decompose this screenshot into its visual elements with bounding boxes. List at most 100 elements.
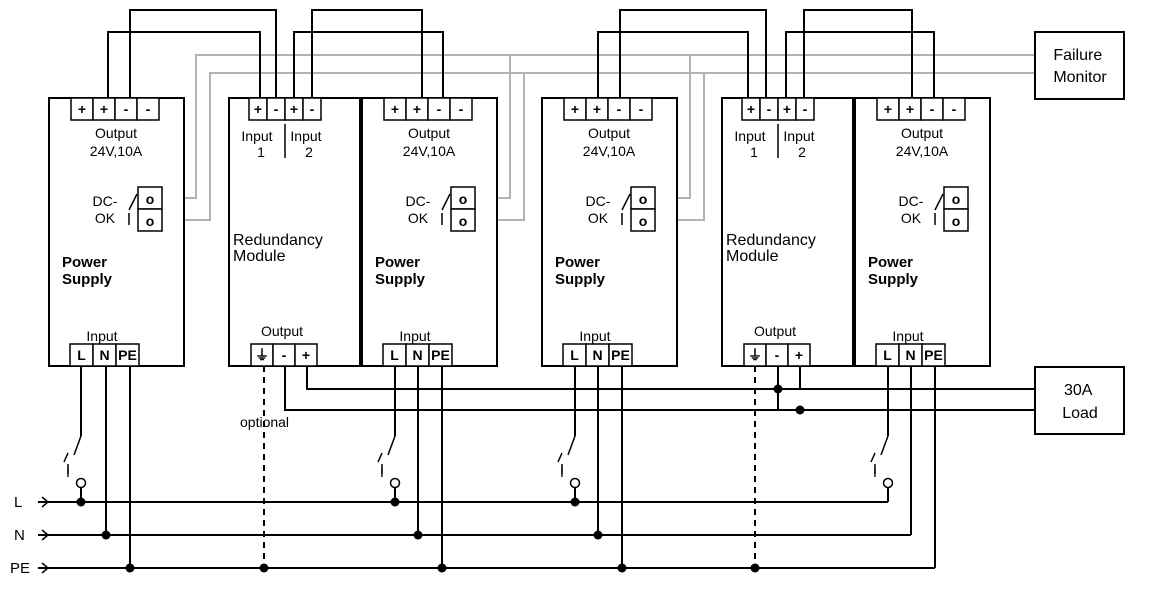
input-terminal-label: - bbox=[274, 101, 279, 117]
output-terminal-label: + bbox=[391, 101, 399, 117]
power-supply: ++--Output24V,10ADC-OKooPowerSupplyInput… bbox=[854, 97, 991, 367]
output-terminal: ⏚ bbox=[743, 343, 767, 367]
output-terminal: + bbox=[70, 97, 94, 121]
rail-label-l: L bbox=[14, 494, 22, 511]
output-terminal: - bbox=[942, 97, 966, 121]
input-terminal: PE bbox=[428, 343, 453, 367]
input-terminal: - bbox=[795, 97, 815, 121]
input-terminal-label: - bbox=[803, 101, 808, 117]
input-terminal: L bbox=[562, 343, 587, 367]
input-terminal-label: - bbox=[310, 101, 315, 117]
output-title: Output bbox=[588, 125, 630, 141]
input-terminal-label: N bbox=[905, 347, 915, 363]
output-terminal-label: + bbox=[571, 101, 579, 117]
breaker-mark: I bbox=[873, 464, 877, 480]
power-supply: ++--Output24V,10ADC-OKooPowerSupplyInput… bbox=[541, 97, 678, 367]
input-terminal-label: + bbox=[254, 101, 262, 117]
input-terminal: L bbox=[875, 343, 900, 367]
output-title: Output bbox=[901, 125, 943, 141]
rail-label-pe: PE bbox=[10, 560, 30, 577]
output-rating: 24V,10A bbox=[90, 143, 143, 159]
input-terminal-label: + bbox=[290, 101, 298, 117]
ac-input-wiring bbox=[63, 366, 936, 568]
output-title: Output bbox=[95, 125, 137, 141]
output-terminal-label: - bbox=[282, 347, 287, 363]
output-terminal: + bbox=[787, 343, 811, 367]
input-2-label: 2 bbox=[305, 144, 313, 160]
failure-monitor: Failure Monitor bbox=[1034, 31, 1125, 100]
modules: ++--Output24V,10ADC-OKooPowerSupplyInput… bbox=[48, 97, 991, 367]
input-label: Input bbox=[399, 328, 430, 344]
output-terminal-label: - bbox=[437, 101, 442, 117]
output-terminal-label: - bbox=[459, 101, 464, 117]
input-terminal: L bbox=[69, 343, 94, 367]
rail-label-n: N bbox=[14, 527, 25, 544]
dc-ok-contact: o bbox=[952, 213, 961, 229]
breaker-mark: I bbox=[66, 464, 70, 480]
output-terminal-label: ⏚ bbox=[255, 347, 269, 363]
output-terminal-label: + bbox=[100, 101, 108, 117]
input-terminal: - bbox=[759, 97, 779, 121]
power-supply-title: Power bbox=[555, 254, 600, 271]
input-2-label: Input bbox=[783, 128, 814, 144]
redundancy-module: +-+-Input1Input2RedundancyModuleOutput⏚-… bbox=[721, 97, 854, 367]
dc-ok-contact: o bbox=[639, 213, 648, 229]
output-terminal-label: - bbox=[930, 101, 935, 117]
power-supply-title: Supply bbox=[375, 271, 426, 288]
output-terminal: - bbox=[449, 97, 473, 121]
input-1-label: Input bbox=[734, 128, 765, 144]
input-terminal-label: PE bbox=[611, 347, 630, 363]
output-terminal: + bbox=[898, 97, 922, 121]
output-terminal-label: + bbox=[78, 101, 86, 117]
input-terminal: N bbox=[898, 343, 923, 367]
redundancy-module-title: Redundancy bbox=[233, 232, 323, 249]
output-terminal: - bbox=[920, 97, 944, 121]
redundancy-module-title: Module bbox=[726, 248, 779, 265]
input-label: Input bbox=[86, 328, 117, 344]
output-label: Output bbox=[754, 323, 796, 339]
input-terminal-label: PE bbox=[924, 347, 943, 363]
input-terminal: PE bbox=[921, 343, 946, 367]
input-2-label: 2 bbox=[798, 144, 806, 160]
dc-ok-label: DC- bbox=[93, 193, 118, 209]
input-terminal: + bbox=[777, 97, 797, 121]
input-terminal: + bbox=[248, 97, 268, 121]
input-1-label: 1 bbox=[750, 144, 758, 160]
input-terminal-label: L bbox=[883, 347, 892, 363]
power-supply-title: Power bbox=[375, 254, 420, 271]
optional-label: optional bbox=[240, 414, 289, 430]
dc-ok-label: OK bbox=[901, 210, 922, 226]
input-label: Input bbox=[892, 328, 923, 344]
output-terminal-label: + bbox=[302, 347, 310, 363]
breaker-mark: I bbox=[560, 464, 564, 480]
output-terminal-label: + bbox=[906, 101, 914, 117]
power-supply: ++--Output24V,10ADC-OKooPowerSupplyInput… bbox=[48, 97, 185, 367]
dc-ok-contact: o bbox=[459, 191, 468, 207]
input-terminal-label: + bbox=[783, 101, 791, 117]
output-terminal: ⏚ bbox=[250, 343, 274, 367]
dc-ok-relay-icon: oo bbox=[934, 186, 969, 232]
output-terminal: + bbox=[876, 97, 900, 121]
dc-ok-relay-icon: oo bbox=[441, 186, 476, 232]
power-supply-title: Supply bbox=[62, 271, 113, 288]
output-terminal: + bbox=[383, 97, 407, 121]
output-terminal: - bbox=[114, 97, 138, 121]
input-terminal: - bbox=[266, 97, 286, 121]
load-wiring bbox=[284, 366, 1035, 415]
input-terminal-label: N bbox=[412, 347, 422, 363]
power-supply-title: Power bbox=[62, 254, 107, 271]
input-terminal-label: - bbox=[767, 101, 772, 117]
output-terminal-label: + bbox=[795, 347, 803, 363]
power-supply-title: Power bbox=[868, 254, 913, 271]
output-terminal: + bbox=[585, 97, 609, 121]
input-terminal: - bbox=[302, 97, 322, 121]
input-terminal: PE bbox=[115, 343, 140, 367]
input-terminal-label: L bbox=[77, 347, 86, 363]
output-terminal: - bbox=[765, 343, 789, 367]
output-terminal-label: + bbox=[593, 101, 601, 117]
dc-output-wiring bbox=[107, 9, 935, 98]
optional-pe-wiring bbox=[263, 366, 756, 568]
output-terminal: + bbox=[92, 97, 116, 121]
load-label: 30A Load bbox=[1062, 382, 1098, 422]
